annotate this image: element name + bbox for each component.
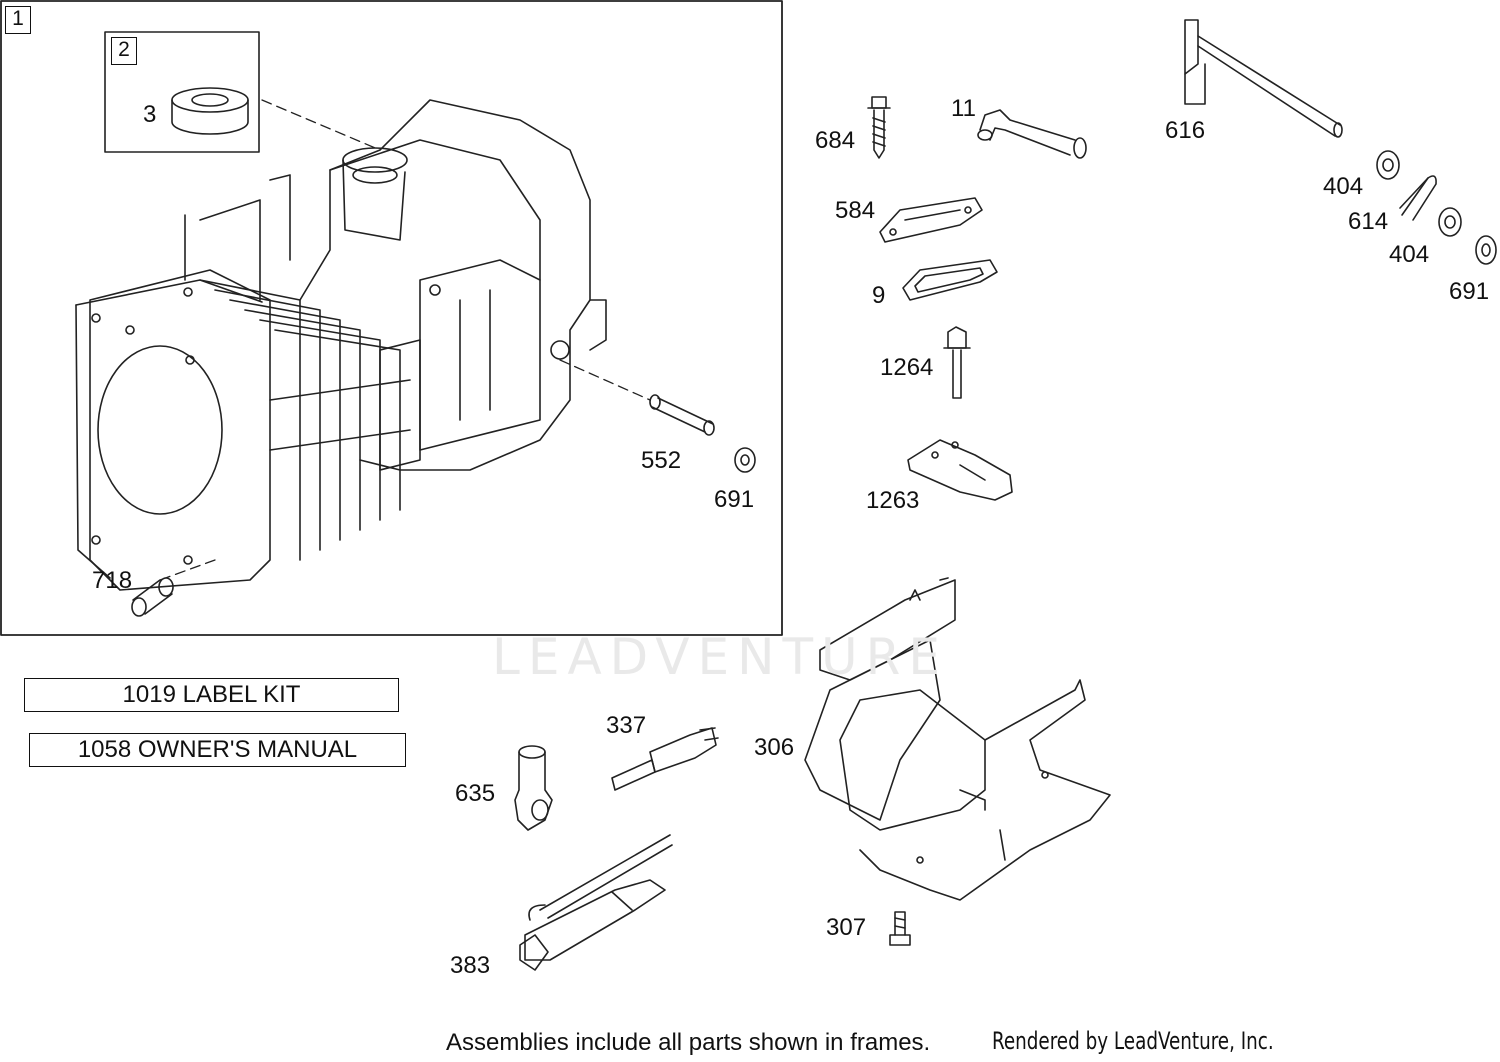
shield-1263-part: [907, 439, 1013, 501]
callout-307[interactable]: 307: [826, 914, 867, 941]
washer-691b-part: [1475, 235, 1497, 265]
callout-691-rod[interactable]: 691: [1449, 278, 1490, 305]
callout-11[interactable]: 11: [951, 95, 976, 122]
frame-number-main: 1: [5, 6, 31, 34]
callout-614[interactable]: 614: [1348, 208, 1389, 235]
shroud-306-part: [804, 577, 1111, 901]
callout-635[interactable]: 635: [455, 780, 496, 807]
gasket-9-part: [902, 259, 998, 301]
main-frame: [0, 0, 783, 636]
assemblies-note: Assemblies include all parts shown in fr…: [446, 1029, 931, 1056]
owners-manual-box[interactable]: 1058 OWNER'S MANUAL: [29, 733, 406, 767]
spark-plug-337-part: [611, 727, 719, 791]
dowel-718-part: [131, 577, 174, 617]
label-kit-box[interactable]: 1019 LABEL KIT: [24, 678, 399, 712]
callout-1263[interactable]: 1263: [866, 487, 920, 514]
washer-404a-part: [1376, 150, 1400, 180]
screw-307-part: [889, 911, 911, 946]
render-credit: Rendered by LeadVenture, Inc.: [992, 1027, 1274, 1055]
callout-584[interactable]: 584: [835, 197, 876, 224]
washer-691-part: [734, 447, 756, 473]
callout-718[interactable]: 718: [92, 567, 133, 594]
watermark: LEADVENTURE: [492, 628, 948, 686]
frame-number-seal-kit: 2: [111, 37, 137, 65]
callout-9[interactable]: 9: [872, 282, 886, 309]
callout-1264[interactable]: 1264: [880, 354, 934, 381]
rod-616-part: [1184, 19, 1343, 138]
clip-614-part: [1399, 175, 1437, 221]
callout-337[interactable]: 337: [606, 712, 647, 739]
breather-tube-11-part: [977, 109, 1087, 159]
breather-cover-584-part: [879, 197, 983, 243]
screw-684-part: [867, 96, 891, 159]
washer-404b-part: [1438, 207, 1462, 237]
callout-383[interactable]: 383: [450, 952, 491, 979]
callout-3[interactable]: 3: [143, 101, 157, 128]
spark-plug-boot-635-part: [514, 745, 553, 831]
engine-block-part: [75, 99, 607, 591]
dowel-552-part: [649, 394, 715, 436]
seal-frame: [104, 31, 260, 153]
callout-691-block[interactable]: 691: [714, 486, 755, 513]
callout-404-lower[interactable]: 404: [1389, 241, 1430, 268]
wrench-383-part: [519, 834, 673, 971]
callout-404-upper[interactable]: 404: [1323, 173, 1364, 200]
callout-306[interactable]: 306: [754, 734, 795, 761]
callout-616[interactable]: 616: [1165, 117, 1206, 144]
bolt-1264-part: [943, 326, 971, 399]
oil-seal-part: [171, 87, 249, 135]
callout-552[interactable]: 552: [641, 447, 682, 474]
callout-684[interactable]: 684: [815, 127, 856, 154]
